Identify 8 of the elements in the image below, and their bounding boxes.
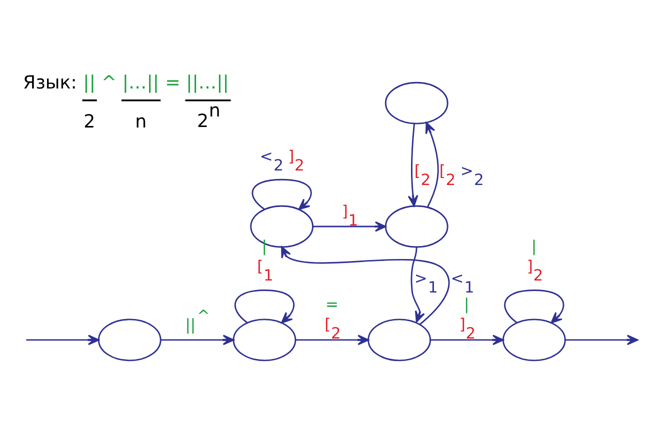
label: = — [165, 72, 180, 94]
label: Язык: — [23, 72, 77, 94]
label: 2 — [84, 111, 96, 132]
label: n — [135, 111, 147, 132]
label: |…|| — [122, 72, 159, 94]
label: ||…|| — [186, 72, 229, 94]
label: ^ — [101, 72, 117, 94]
label: || — [83, 72, 96, 94]
